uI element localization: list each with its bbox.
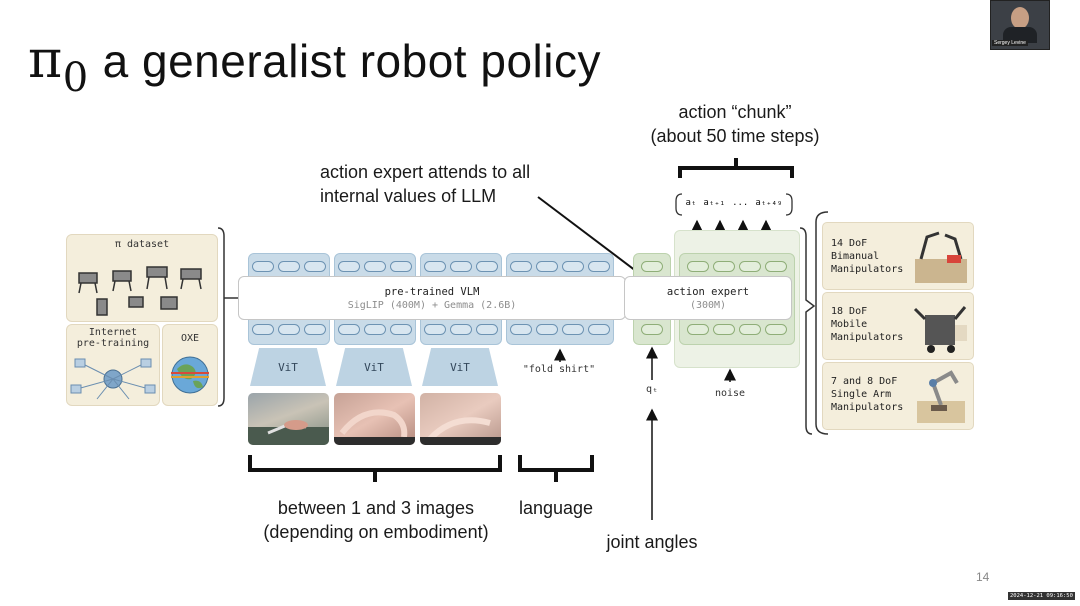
expert-detail: (300M) <box>689 300 727 311</box>
action-expert-box: action expert (300M) <box>624 276 792 320</box>
cloth-figure <box>420 417 501 445</box>
chunk-caption: action “chunk” (about 50 time steps) <box>630 100 840 148</box>
page-number: 14 <box>976 570 990 584</box>
presenter-avatar <box>1011 7 1029 29</box>
vit-block-1: ViT <box>250 348 326 386</box>
embodiment-kind: Manipulators <box>831 332 904 343</box>
chunk-line1: action “chunk” <box>678 102 792 122</box>
action-token-t49: aₜ₊₄₉ <box>755 198 783 208</box>
pi-symbol: π <box>28 30 63 90</box>
token-row-bottom <box>421 324 501 335</box>
pi-subscript: 0 <box>62 55 89 101</box>
token-row-top <box>680 261 794 272</box>
globe-icon <box>171 356 209 394</box>
token-row-top <box>421 261 501 272</box>
oxe-label: OXE <box>180 333 200 344</box>
embodiment-type: Bimanual <box>831 251 880 262</box>
camera-image-2 <box>334 393 415 445</box>
embodiment-type: Mobile <box>831 319 868 330</box>
token-row-top <box>249 261 329 272</box>
mobile-robot-image <box>913 306 967 353</box>
vlm-name: pre-trained VLM <box>384 286 480 298</box>
chunk-line2: (about 50 time steps) <box>650 126 820 146</box>
embodiment-card-mobile: 18 DoF Mobile Manipulators <box>822 292 974 360</box>
pi-dataset-panel: π dataset <box>66 234 218 322</box>
action-tokens: aₜ aₜ₊₁ ... aₜ₊₄₉ <box>682 198 786 208</box>
timestamp: 2024-12-21 09:16:50 <box>1008 592 1075 600</box>
embodiment-dof: 18 DoF <box>831 306 868 317</box>
token-row-bottom <box>680 324 794 335</box>
embodiment-dof: 7 and 8 DoF <box>831 376 898 387</box>
presenter-video: Sergey Levine <box>990 0 1050 50</box>
embodiment-card-bimanual: 14 DoF Bimanual Manipulators <box>822 222 974 290</box>
title-text: a generalist robot policy <box>102 35 601 87</box>
token-row-bottom <box>335 324 415 335</box>
action-token-ellipsis: ... <box>732 198 749 208</box>
camera-image-1 <box>248 393 329 445</box>
embodiment-text: 14 DoF Bimanual Manipulators <box>831 237 903 276</box>
internet-label-1: Internet <box>88 327 138 338</box>
oxe-panel: OXE <box>162 324 218 406</box>
pi-dataset-label: π dataset <box>114 239 170 250</box>
embodiment-card-single-arm: 7 and 8 DoF Single Arm Manipulators <box>822 362 974 430</box>
token-row-top <box>507 261 613 272</box>
web-graph-icon <box>70 358 156 400</box>
token-row-bottom <box>249 324 329 335</box>
camera-image-3 <box>420 393 501 445</box>
q-label: qₜ <box>645 384 659 395</box>
action-token-t: aₜ <box>685 198 697 208</box>
images-line1: between 1 and 3 images <box>277 498 475 518</box>
embodiment-kind: Manipulators <box>831 402 904 413</box>
vit-block-2: ViT <box>336 348 412 386</box>
attends-caption: action expert attends to all internal va… <box>320 160 570 208</box>
presenter-shirt <box>1003 27 1037 43</box>
language-prompt: "fold shirt" <box>522 364 596 375</box>
embodiment-type: Single Arm <box>831 389 892 400</box>
bimanual-robot-image <box>915 231 967 283</box>
action-token-t1: aₜ₊₁ <box>703 198 726 208</box>
attends-line1: action expert attends to all <box>320 162 531 182</box>
slide-title: π0 a generalist robot policy <box>28 30 601 101</box>
vlm-detail: SigLIP (400M) + Gemma (2.6B) <box>347 300 517 311</box>
joint-angles-caption: joint angles <box>606 532 698 552</box>
expert-name: action expert <box>666 286 750 298</box>
noise-label: noise <box>714 388 746 399</box>
images-caption: between 1 and 3 images (depending on emb… <box>246 496 506 544</box>
images-line2: (depending on embodiment) <box>263 522 489 542</box>
embodiment-text: 18 DoF Mobile Manipulators <box>831 305 903 344</box>
token-row-bottom <box>634 324 670 335</box>
embodiment-dof: 14 DoF <box>831 238 868 249</box>
gripper-figure <box>248 420 329 445</box>
token-row-top <box>335 261 415 272</box>
vlm-box: pre-trained VLM SigLIP (400M) + Gemma (2… <box>238 276 626 320</box>
presenter-name: Sergey Levine <box>992 40 1028 46</box>
cloth-figure <box>334 409 415 445</box>
attends-line2: internal values of LLM <box>320 186 497 206</box>
single-arm-robot-image <box>917 370 965 423</box>
token-row-top <box>634 261 670 272</box>
embodiment-text: 7 and 8 DoF Single Arm Manipulators <box>831 375 903 414</box>
internet-pretraining-panel: Internet pre-training <box>66 324 160 406</box>
robot-images <box>78 266 202 316</box>
vit-block-3: ViT <box>422 348 498 386</box>
token-row-bottom <box>507 324 613 335</box>
embodiment-kind: Manipulators <box>831 264 904 275</box>
internet-label-2: pre-training <box>76 338 150 349</box>
language-caption: language <box>518 498 594 518</box>
